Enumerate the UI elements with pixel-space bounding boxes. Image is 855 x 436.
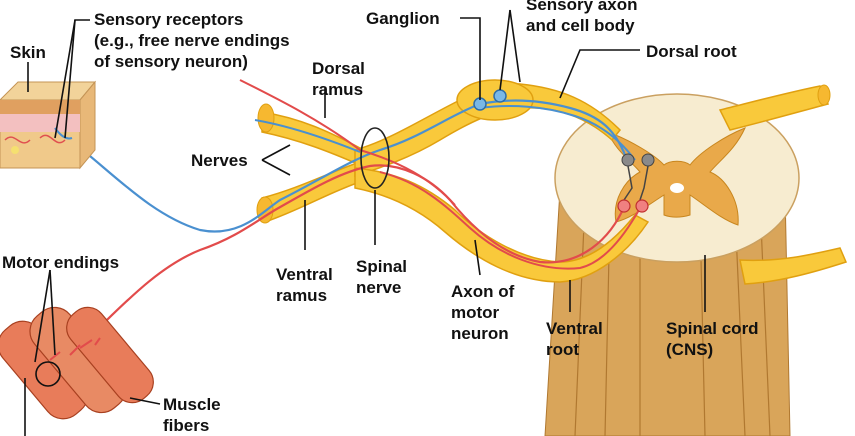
- label-axon-motor-neuron: Axon of motor neuron: [451, 282, 519, 343]
- label-ventral-ramus: Ventral ramus: [276, 265, 337, 305]
- label-motor-endings: Motor endings: [2, 253, 119, 272]
- label-skin: Skin: [10, 43, 46, 62]
- label-nerves: Nerves: [191, 151, 248, 170]
- label-muscle-fibers: Muscle fibers: [163, 395, 225, 435]
- label-sensory-axon: Sensory axon and cell body: [526, 0, 642, 35]
- skin-block: [0, 80, 97, 170]
- sensory-cell-bodies: [473, 89, 507, 111]
- spinal-nerve-ring: [360, 127, 390, 189]
- label-ganglion: Ganglion: [366, 9, 440, 28]
- label-dorsal-root: Dorsal root: [646, 42, 737, 61]
- dorsal-root-stub: [718, 85, 830, 131]
- label-spinal-nerve: Spinal nerve: [356, 257, 412, 297]
- label-sensory-receptors: Sensory receptors (e.g., free nerve endi…: [94, 10, 294, 71]
- label-dorsal-ramus: Dorsal ramus: [312, 59, 370, 99]
- label-spinal-cord: Spinal cord (CNS): [666, 319, 763, 359]
- motor-axon: [74, 164, 627, 351]
- label-ventral-root: Ventral root: [546, 319, 607, 359]
- ventral-root-stub: [739, 247, 848, 285]
- leader-lines: [24, 9, 706, 436]
- interneurons: [617, 153, 655, 213]
- muscle-fibers: [0, 306, 154, 420]
